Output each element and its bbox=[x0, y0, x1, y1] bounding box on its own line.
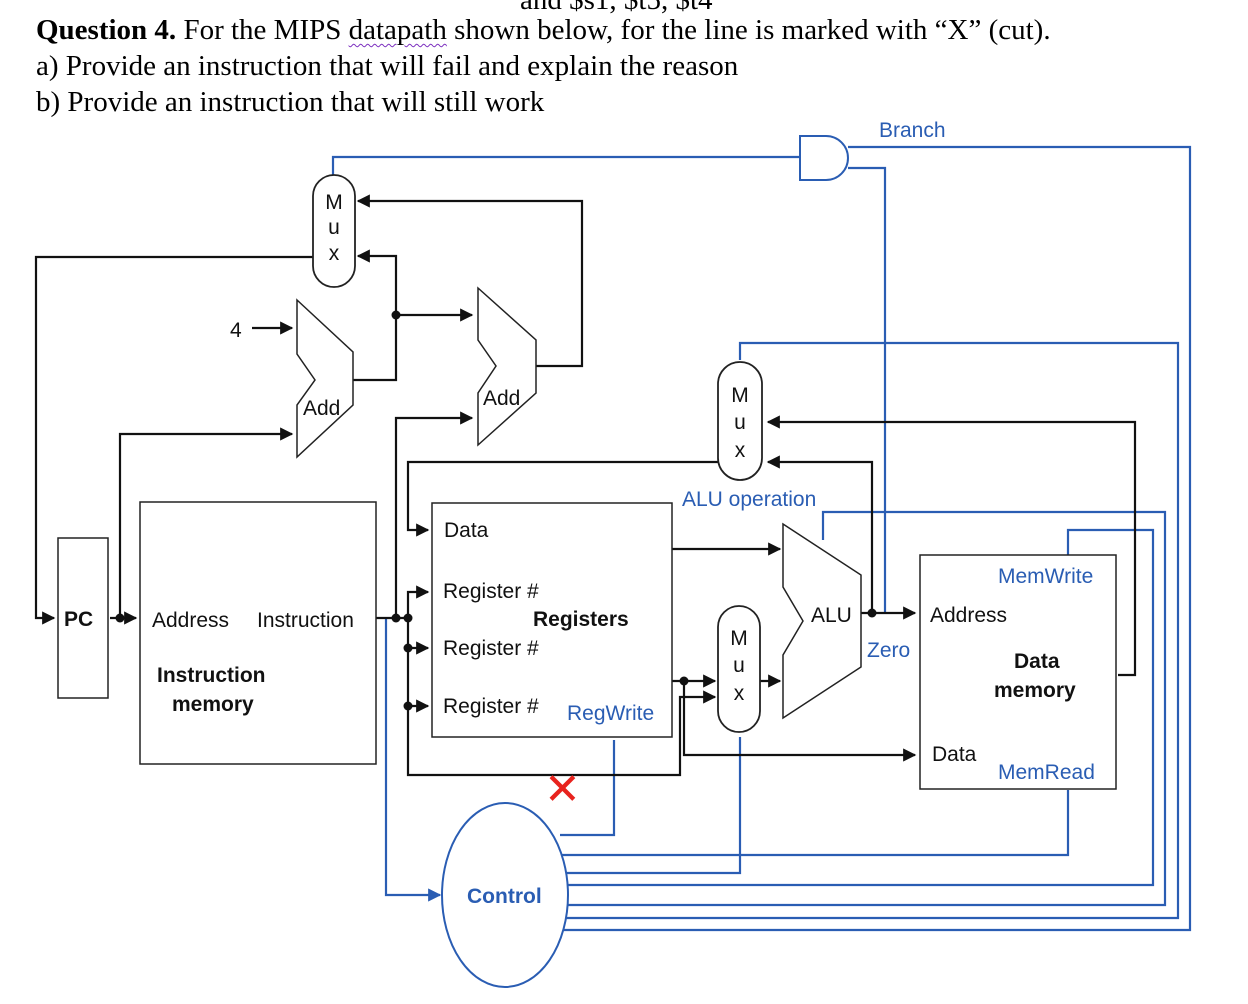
add1-label: Add bbox=[303, 397, 340, 420]
registers-title: Registers bbox=[533, 608, 629, 631]
mux3-letter-u: u bbox=[733, 654, 745, 677]
imem-instruction-label: Instruction bbox=[257, 609, 354, 632]
data-memory bbox=[919, 554, 1117, 790]
zero-label: Zero bbox=[867, 639, 910, 662]
mux1-letter-u: u bbox=[328, 216, 340, 239]
add2-label: Add bbox=[483, 387, 520, 410]
control-lines bbox=[331, 145, 1192, 932]
cutoff-previous-line: and $s1, $t5, $t4 bbox=[520, 0, 713, 16]
pc-label: PC bbox=[64, 608, 93, 631]
pc-source-mux bbox=[312, 174, 356, 288]
alu-operation-label: ALU operation bbox=[682, 488, 816, 511]
mux3-letter-x: x bbox=[734, 682, 745, 705]
dmem-title-2: memory bbox=[994, 679, 1076, 702]
datapath-lines bbox=[34, 194, 1137, 777]
memwrite-label: MemWrite bbox=[998, 565, 1093, 588]
branch-and-gate bbox=[799, 135, 849, 181]
dmem-title-1: Data bbox=[1014, 650, 1060, 673]
mux3-letter-m: M bbox=[730, 627, 748, 650]
branch-label: Branch bbox=[879, 119, 946, 142]
imem-address-label: Address bbox=[152, 609, 229, 632]
register-file bbox=[431, 502, 673, 738]
cut-mark: ✕ bbox=[544, 764, 581, 815]
branch-target-adder bbox=[477, 286, 537, 447]
regwrite-signal-label: RegWrite bbox=[567, 702, 654, 725]
imem-title-1: Instruction bbox=[157, 664, 266, 687]
alu bbox=[782, 522, 862, 720]
dmem-data-label: Data bbox=[932, 743, 977, 766]
mux2-letter-x: x bbox=[735, 439, 746, 462]
pc-plus-four-adder bbox=[296, 298, 354, 459]
constant-four: 4 bbox=[230, 319, 242, 342]
question-text-2: shown below, for the line is marked with… bbox=[454, 14, 1051, 46]
alu-label: ALU bbox=[811, 604, 852, 627]
reg-read1-label: Register # bbox=[443, 580, 539, 603]
mux1-letter-m: M bbox=[325, 191, 343, 214]
question-text-1: For the MIPS bbox=[183, 14, 342, 46]
alu-src-mux bbox=[717, 605, 761, 733]
imem-title-2: memory bbox=[172, 693, 254, 716]
control-label: Control bbox=[467, 885, 542, 908]
pc-register bbox=[57, 537, 109, 699]
junction-dots bbox=[115, 310, 877, 711]
control-unit bbox=[441, 802, 569, 988]
mem-to-reg-mux bbox=[717, 361, 763, 481]
mux2-letter-m: M bbox=[731, 384, 749, 407]
instruction-memory bbox=[139, 501, 377, 765]
question-part-b: b) Provide an instruction that will stil… bbox=[36, 86, 545, 118]
question-title: Question 4. For the MIPS datapath shown … bbox=[36, 14, 1051, 47]
reg-read2-label: Register # bbox=[443, 637, 539, 660]
mux1-letter-x: x bbox=[329, 242, 340, 265]
reg-write-label: Register # bbox=[443, 695, 539, 718]
question-text-datapath: datapath bbox=[348, 14, 447, 46]
reg-data-label: Data bbox=[444, 519, 489, 542]
dmem-address-label: Address bbox=[930, 604, 1007, 627]
question-part-a: a) Provide an instruction that will fail… bbox=[36, 50, 739, 82]
question-number: Question 4. bbox=[36, 14, 177, 46]
memread-label: MemRead bbox=[998, 761, 1095, 784]
mux2-letter-u: u bbox=[734, 411, 746, 434]
